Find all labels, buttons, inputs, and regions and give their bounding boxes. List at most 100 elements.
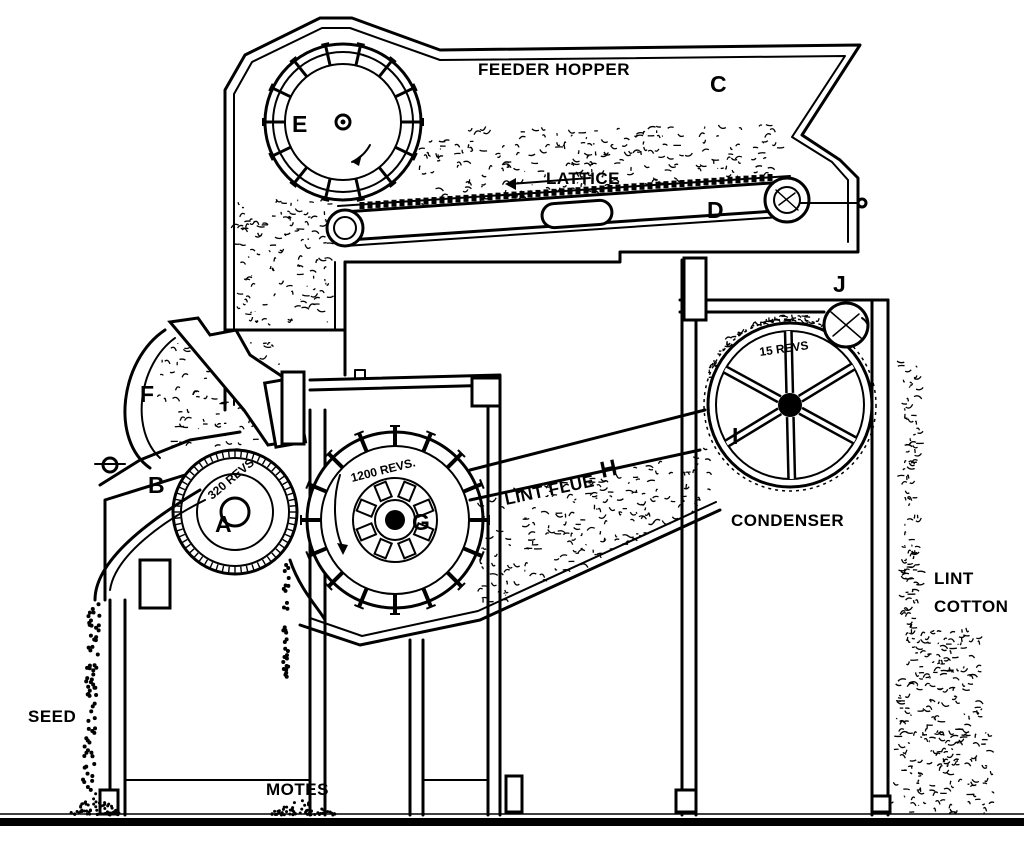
fibre-tuft [969,716,970,719]
lattice-tooth [368,201,373,208]
fibre-tuft [738,161,740,163]
mote-dot [284,671,288,675]
fibre-tuft [908,742,910,743]
fibre-tuft [969,638,973,641]
fibre-tuft [904,796,905,797]
fibre-tuft [468,145,469,148]
seed-dot [87,727,91,731]
fibre-tuft [648,150,653,153]
motes-pile-dot [310,810,313,813]
lattice-tooth [760,175,765,182]
motes-pile-dot [299,811,302,814]
fibre-tuft [240,244,246,245]
fibre-tuft [702,149,709,151]
fibre-tuft [312,231,319,234]
fibre-tuft [514,581,519,585]
fibre-tuft [301,301,307,303]
seed-pile-dot [92,803,95,806]
seed-dot [88,623,92,627]
fibre-tuft [633,467,637,468]
fibre-tuft [982,804,984,805]
motes-label: MOTES [266,780,329,799]
fibre-tuft [949,804,952,808]
fibre-tuft [622,144,627,146]
fibre-tuft [455,144,460,147]
fibre-tuft [532,129,539,131]
fibre-tuft [262,319,267,321]
seed-dot [92,611,96,615]
seed-dot [91,607,95,611]
seed-dot [87,741,91,745]
fibre-tuft [950,651,951,654]
seed-dot [84,751,88,755]
fibre-tuft [246,224,249,228]
fibre-tuft [295,306,301,308]
fibre-tuft [482,175,486,177]
fibre-tuft [798,316,801,318]
motes-pile-dot [282,808,285,811]
fibre-tuft [674,164,678,165]
fibre-tuft [587,156,589,159]
fibre-tuft [678,134,684,137]
fibre-tuft [765,134,771,138]
motes-pile-dot [273,810,276,813]
fibre-tuft [305,221,308,225]
fibre-tuft [290,213,296,215]
fibre-tuft [915,453,922,456]
seed-dot [90,754,94,758]
mote-dot [284,583,288,587]
lattice-tooth [544,189,549,196]
fibre-tuft [275,237,282,238]
fibre-tuft [515,144,519,147]
fibre-tuft [495,153,500,154]
fibre-tuft [614,163,620,164]
fibre-tuft [897,702,905,704]
fibre-tuft [899,695,900,696]
motes-pile-dot [281,811,284,814]
fibre-tuft [569,512,574,516]
seed-dot [89,709,93,713]
fibre-tuft [250,221,255,224]
motes-pile-dot [307,801,310,804]
fibre-tuft [802,315,809,316]
fibre-tuft [950,809,952,811]
fibre-tuft [703,448,707,450]
fibre-tuft [297,266,303,268]
fibre-tuft [203,419,204,421]
fibre-tuft [985,766,987,767]
fibre-tuft [903,789,909,790]
fibre-tuft [157,395,160,397]
fibre-tuft [600,531,601,534]
seed-dot [81,778,85,782]
fibre-tuft [301,239,303,241]
fibre-tuft [932,661,934,662]
fibre-tuft [943,689,948,692]
fibre-tuft [554,533,561,534]
fibre-tuft [325,220,326,223]
fibre-tuft [240,213,245,217]
fibre-tuft [324,267,326,269]
fibre-tuft [908,498,910,499]
fibre-tuft [504,570,510,573]
lattice-tooth [448,196,453,203]
fibre-tuft [183,349,190,351]
lattice-tooth [672,181,677,188]
lattice-tooth [696,179,701,186]
fibre-tuft [251,312,252,313]
fibre-tuft [650,498,655,501]
fibre-tuft [563,533,569,535]
fibre-tuft [514,564,520,567]
spike-roll-e [263,43,423,201]
fibre-tuft [962,638,963,642]
fibre-tuft [204,378,207,379]
seed-dot [90,779,94,783]
fibre-tuft [646,466,653,468]
fibre-tuft [903,380,904,382]
lattice-tooth [392,200,397,207]
seed-dot [93,702,97,706]
motes-pile-dot [285,810,288,813]
fibre-tuft [906,451,910,452]
fibre-tuft [712,159,720,160]
fibre-tuft [196,397,200,398]
